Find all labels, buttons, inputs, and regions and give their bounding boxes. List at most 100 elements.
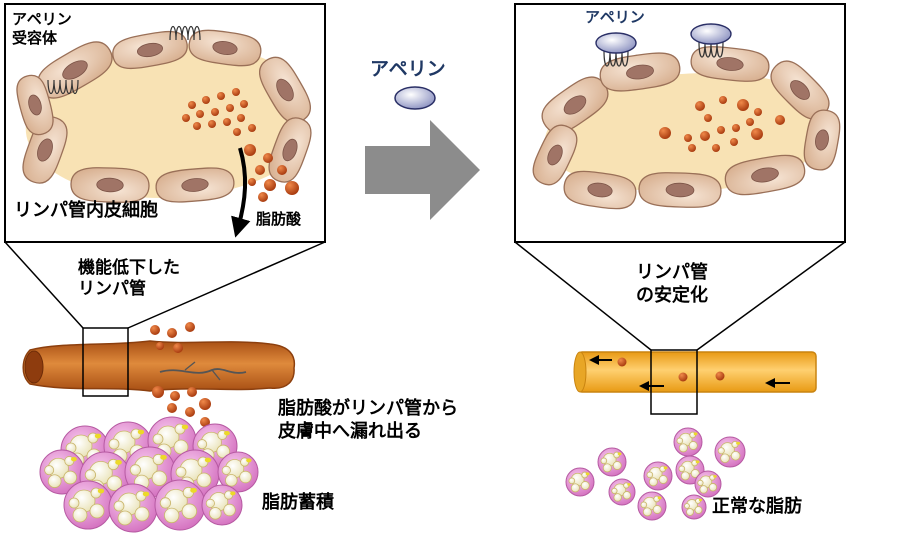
apelin-receptor-label: アペリン 受容体 <box>12 10 72 48</box>
fatty-acid-droplet <box>200 417 210 427</box>
fatty-acid-droplet <box>751 128 763 140</box>
adipocyte-nucleus <box>204 457 212 463</box>
endothelial-cell <box>188 29 262 67</box>
apelin-right-label: アペリン <box>585 8 645 26</box>
fatty-acid-droplet <box>196 110 204 118</box>
endothelial-cell-label: リンパ管内皮細胞 <box>14 200 158 221</box>
adipocyte-lipid <box>134 506 150 522</box>
adipocyte-nucleus <box>94 433 102 439</box>
adipocyte-lipid <box>89 503 105 519</box>
adipocyte <box>63 480 113 530</box>
fatty-acid-droplet <box>240 100 248 108</box>
endothelial-cell <box>532 124 578 186</box>
fatty-acid-droplet <box>182 114 190 122</box>
adipocyte <box>565 467 595 497</box>
adipocyte-lipid <box>676 437 684 445</box>
cell-nucleus <box>665 182 695 198</box>
receptor-coil <box>47 79 79 95</box>
adipocyte <box>201 484 243 526</box>
adipocyte-lipid <box>613 493 622 502</box>
adipocyte-lipid <box>699 485 708 494</box>
adipocyte-nucleus <box>142 491 150 497</box>
adipocyte-lipid <box>117 510 133 526</box>
adipocyte-lipid <box>658 475 668 484</box>
fatty-acid-droplet <box>775 115 785 125</box>
adipocyte-nucleus <box>160 454 167 460</box>
fatty-acid-droplet <box>188 101 196 109</box>
adipocyte-lipid <box>108 438 120 450</box>
adipocyte-lipid <box>129 464 142 476</box>
cell-nucleus <box>282 138 298 162</box>
adipocyte-lipid <box>580 481 590 490</box>
fatty-acid-droplet <box>277 165 287 175</box>
cell-nucleus <box>37 138 53 162</box>
adipocyte-lipid <box>678 443 688 453</box>
adipocyte-nucleus <box>246 458 252 463</box>
adipocyte <box>681 494 707 520</box>
adipocyte-nucleus <box>70 456 77 462</box>
adipocyte-nucleus <box>693 432 698 436</box>
fatty-acid-droplet <box>255 165 265 175</box>
receptor-coil <box>169 25 201 41</box>
fatty-acid-droplet <box>746 118 754 126</box>
adipocyte-lipid <box>159 497 172 509</box>
fatty-acid-droplet <box>167 403 177 413</box>
fatty-acid-droplet <box>712 144 720 152</box>
apelin-bound-receptor <box>595 32 637 67</box>
adipocyte-lipid <box>209 507 222 520</box>
adipocyte-lipid <box>152 433 164 445</box>
adipocyte-nucleus <box>695 460 700 464</box>
adipocyte-nucleus <box>657 496 662 500</box>
adipocyte-lipid <box>47 474 62 488</box>
adipocyte <box>154 479 206 531</box>
adipocyte-nucleus <box>713 475 717 478</box>
adipocyte-lipid <box>197 439 208 450</box>
cell-nucleus <box>563 95 587 115</box>
fatty-acid-droplet <box>695 101 705 111</box>
endothelial-cell <box>563 170 637 210</box>
cell-nucleus <box>626 64 654 80</box>
fatty-acid-droplet <box>737 99 749 111</box>
cell-nucleus <box>62 60 88 80</box>
fatty-acid-droplet <box>202 96 210 104</box>
fatty-acid-droplet <box>173 343 183 353</box>
adipocyte-lipid <box>106 475 123 491</box>
apelin-center-label: アペリン <box>370 58 446 80</box>
dysfunctional-label-line2: リンパ管 <box>78 279 146 300</box>
apelin-molecule <box>690 23 732 45</box>
apelin-receptor-label-line2: 受容体 <box>12 28 58 47</box>
adipocyte-nucleus <box>223 430 230 436</box>
fatty-acid-droplet <box>199 398 211 410</box>
adipocyte-lipid <box>600 457 608 465</box>
fatty-acid-droplet <box>248 178 256 186</box>
apelin-receptor-icons <box>47 25 201 95</box>
cell-nucleus <box>790 80 810 100</box>
left-zoom-panel <box>4 3 326 243</box>
adipocyte-nucleus <box>190 487 197 493</box>
adipocyte-lipid <box>68 497 80 509</box>
endothelial-cell <box>638 172 722 208</box>
adipocyte-lipid <box>84 469 97 481</box>
adipocyte-lipid <box>72 507 88 523</box>
adipocyte <box>108 483 158 533</box>
adipocyte-lipid <box>163 507 180 524</box>
adipocyte-nucleus <box>585 472 590 476</box>
adipocyte <box>124 446 176 498</box>
damaged-vessel-zoom-box <box>82 327 129 397</box>
adipocyte-lipid <box>602 463 612 473</box>
cell-nucleus <box>751 167 779 183</box>
cell-nucleus <box>181 178 209 192</box>
adipocyte-lipid <box>196 472 212 488</box>
fatty-acid-droplet <box>754 108 762 116</box>
adipocyte <box>673 427 703 457</box>
fatty-acid-droplet <box>233 128 241 136</box>
fatty-acid-droplet <box>226 104 234 112</box>
adipocyte-nucleus <box>736 441 741 445</box>
fatty-acid-droplet <box>211 108 219 116</box>
adipocyte-nucleus <box>663 466 668 470</box>
adipocyte-lipid <box>239 470 252 484</box>
fatty-acid-droplet <box>264 179 276 191</box>
fatty-acid-droplet <box>700 131 710 141</box>
adipocyte-lipid <box>730 450 741 461</box>
